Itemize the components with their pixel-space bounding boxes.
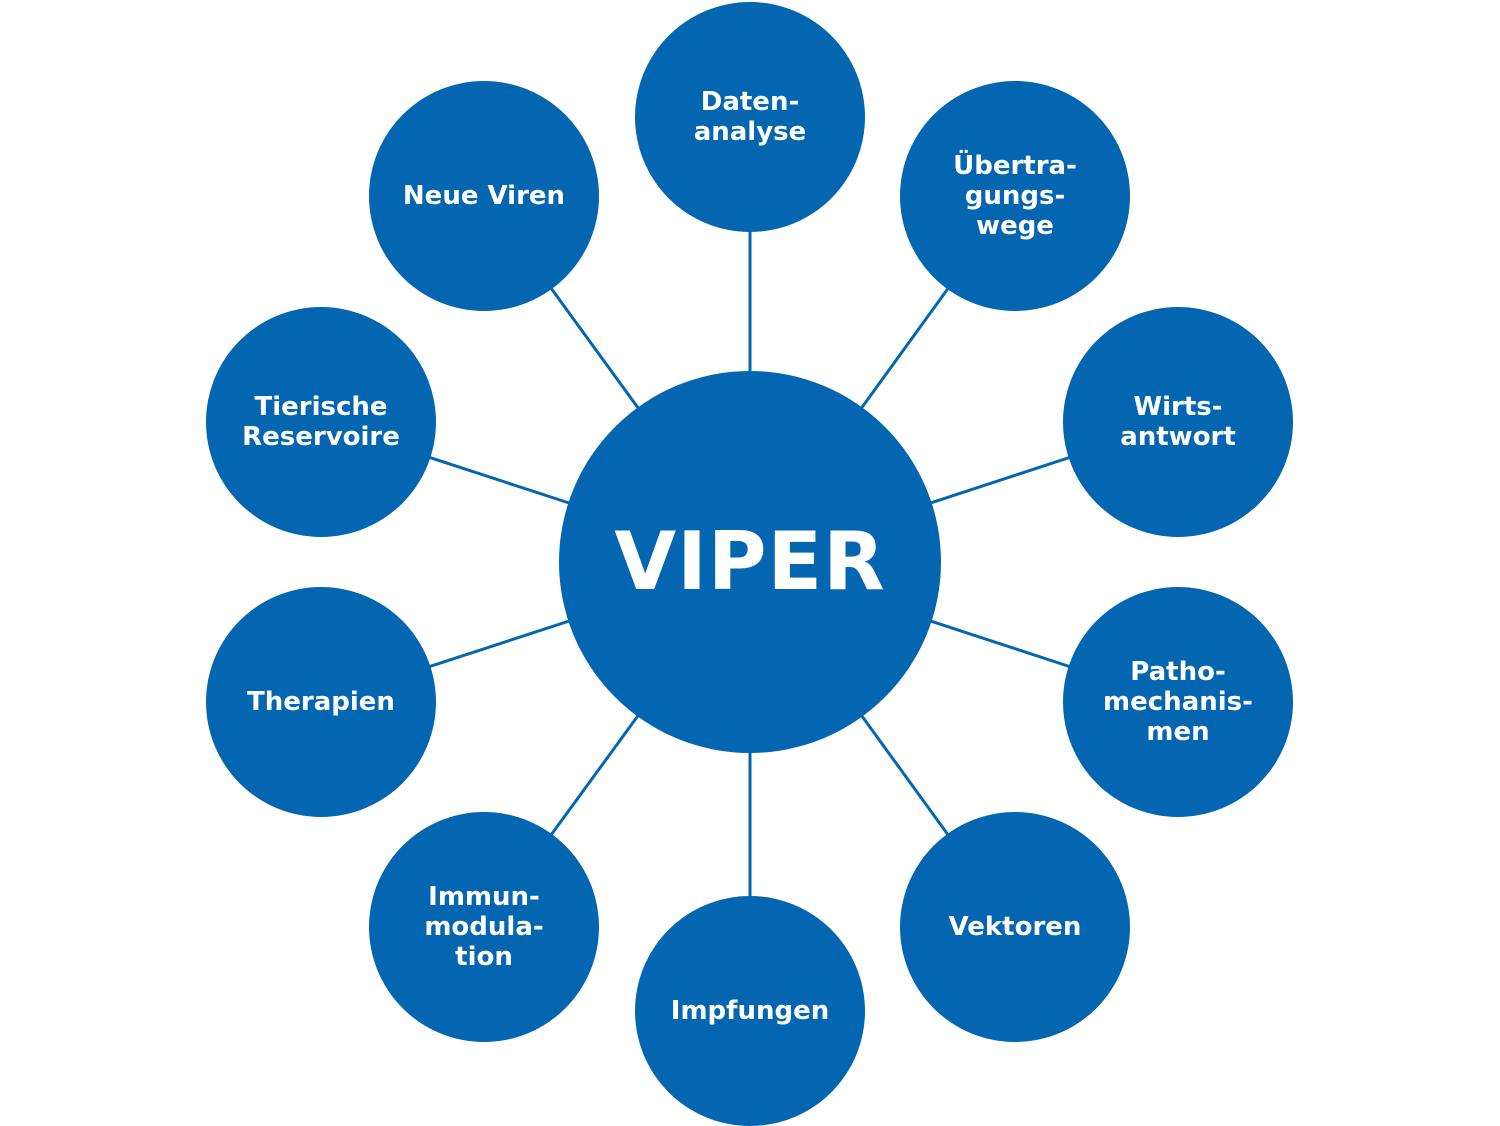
node-vektoren-label-line: Vektoren	[948, 912, 1082, 942]
node-uebertragungswege-label-line: wege	[976, 211, 1054, 241]
node-immunmodulation-label-line: tion	[455, 942, 513, 972]
node-wirtsantwort-label-line: Wirts-	[1133, 392, 1223, 422]
connector-neue-viren	[548, 284, 642, 412]
node-neue-viren: Neue Viren	[369, 81, 599, 311]
connector-immunmodulation	[548, 712, 642, 839]
node-immunmodulation: Immun-modula-tion	[369, 812, 599, 1042]
node-therapien: Therapien	[206, 587, 436, 817]
node-uebertragungswege: Übertra-gungs-wege	[900, 81, 1130, 311]
node-pathomechanismen-label-line: mechanis-	[1103, 687, 1253, 717]
node-tierische-reservoire-label-line: Reservoire	[242, 422, 400, 452]
node-neue-viren-label-line: Neue Viren	[402, 181, 566, 211]
node-wirtsantwort-label-line: antwort	[1120, 422, 1236, 452]
connector-pathomechanismen	[927, 618, 1073, 669]
node-datenanalyse-label-line: analyse	[693, 117, 807, 147]
node-pathomechanismen: Patho-mechanis-men	[1063, 587, 1293, 817]
connector-therapien	[426, 618, 573, 670]
connector-uebertragungswege	[858, 285, 952, 412]
center-node-viper: VIPER	[559, 371, 941, 753]
center-node-label: VIPER	[614, 515, 886, 608]
node-pathomechanismen-label-line: men	[1146, 717, 1210, 747]
connector-wirtsantwort	[927, 455, 1073, 506]
connector-vektoren	[858, 712, 952, 839]
node-vektoren: Vektoren	[900, 812, 1130, 1042]
node-uebertragungswege-label-line: Übertra-	[953, 151, 1077, 181]
node-therapien-label-line: Therapien	[247, 687, 395, 717]
node-immunmodulation-label-line: modula-	[424, 912, 544, 942]
node-pathomechanismen-label-line: Patho-	[1130, 657, 1226, 687]
node-datenanalyse-label-line: Daten-	[700, 87, 800, 117]
node-impfungen-label-line: Impfungen	[670, 996, 830, 1026]
node-datenanalyse: Daten-analyse	[635, 2, 865, 232]
node-tierische-reservoire-label-line: Tierische	[254, 392, 388, 422]
node-uebertragungswege-label-line: gungs-	[964, 181, 1066, 211]
node-impfungen: Impfungen	[635, 896, 865, 1126]
node-wirtsantwort: Wirts-antwort	[1063, 307, 1293, 537]
node-immunmodulation-label-line: Immun-	[428, 882, 540, 912]
connector-tierische-reservoire	[426, 454, 573, 506]
